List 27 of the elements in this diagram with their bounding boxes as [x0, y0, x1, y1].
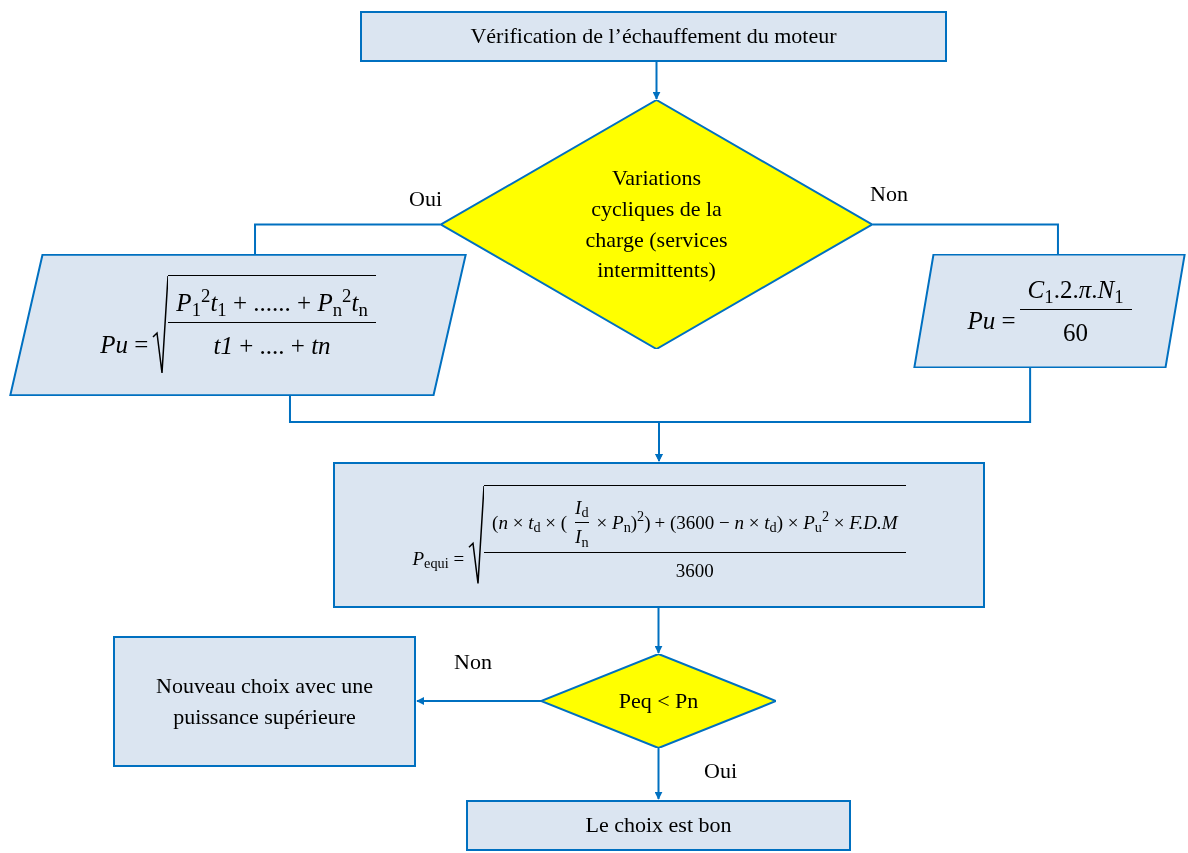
formula-term: I$_{n}$	[575, 525, 589, 552]
connector-arrow	[655, 367, 1032, 462]
formula-term: P$_{1}$$^{2}$t$_{1}$ + ...... + P$_{n}$$^{2}$t$_{n}$	[176, 284, 368, 322]
node-text: Le choix est bon	[585, 811, 732, 840]
process-box	[360, 11, 947, 62]
node-text: Nouveau choix avec une puissance supérieure	[155, 671, 374, 731]
node-text: Peq < Pn	[618, 686, 699, 715]
node-text: Vérification de l’échauffement du moteur	[470, 22, 837, 51]
formula-term: 60	[1063, 317, 1089, 348]
connector-arrow	[416, 697, 542, 705]
process-box	[333, 462, 985, 608]
formula-term: I$_{d}$	[575, 495, 589, 523]
formula-term: (n × t$_{d}$ × (	[492, 510, 568, 537]
formula-term: P$_{equi}$ =	[412, 546, 465, 574]
process-box	[466, 800, 851, 851]
formula-term: 3600	[675, 558, 714, 583]
formula-term: × P$_{n}$)$^{2}$)	[596, 508, 651, 537]
formula-term: C$_{1}$.2.π.N$_{1}$	[1027, 275, 1124, 309]
process-box	[113, 636, 416, 767]
formula-term: t1 + .... + tn	[213, 330, 331, 361]
formula-term: Pu =	[100, 329, 149, 360]
formula-term: + (3600 − n × t$_{d}$) × P$_{u}$$^{2}$ × F.D.M	[654, 508, 898, 537]
connector-arrow	[652, 61, 661, 100]
formula-term: Pu =	[967, 305, 1016, 336]
connector-arrow	[654, 747, 663, 800]
connector-arrow	[654, 607, 663, 654]
node-text: Variations cycliques de la charge (services intermittents)	[584, 163, 729, 285]
